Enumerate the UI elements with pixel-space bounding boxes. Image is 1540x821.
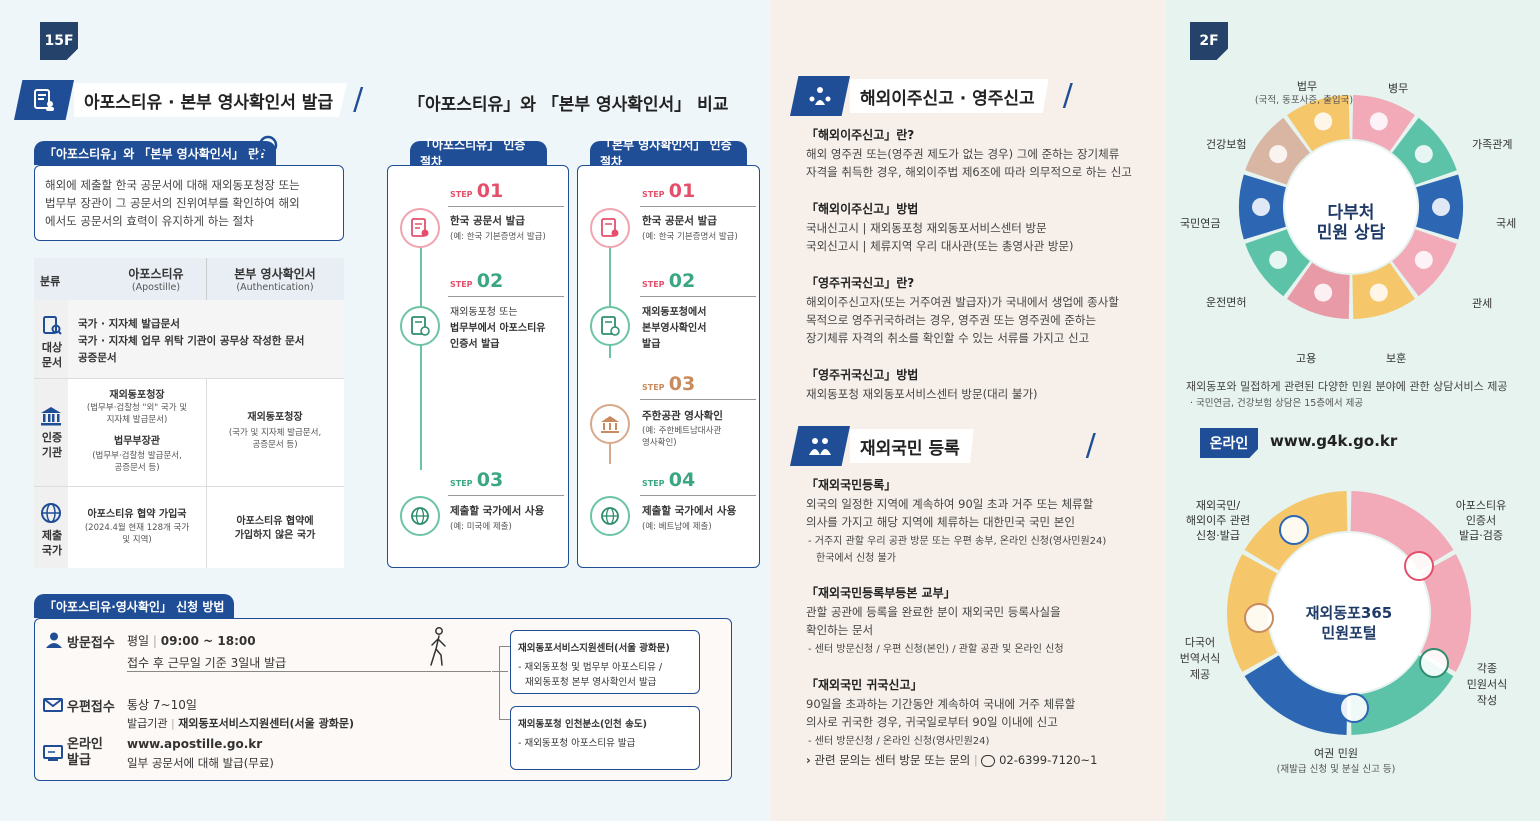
- health-icon: [1269, 145, 1288, 164]
- embassy-icon: [590, 404, 630, 444]
- driving-icon: [1269, 250, 1288, 269]
- proc-b-tab: 「본부 영사확인서」 인증 절차: [590, 138, 747, 169]
- portal-segment-apostille-b: [1420, 554, 1471, 672]
- doc-search-icon: [42, 316, 62, 339]
- military-icon: [1369, 112, 1388, 131]
- what-is-tab: 「아포스티유」와 「본부 영사확인서」 란?: [34, 141, 277, 165]
- tax-icon: [1432, 198, 1450, 216]
- employment-icon: [1314, 283, 1333, 302]
- mail-icon: [43, 698, 63, 715]
- person-icon: [45, 632, 63, 651]
- online-badge: 온라인: [1200, 428, 1258, 458]
- floor-badge-2f: 2F: [1190, 22, 1228, 60]
- apostille-panel: 15F 아포스티유 · 본부 영사확인서 발급 / 「아포스티유」와 「본부 영…: [0, 0, 770, 821]
- globe-icon: [400, 496, 440, 536]
- emigration-globe-icon: [1279, 515, 1309, 545]
- government-building-icon: [40, 406, 62, 429]
- veterans-icon: [1369, 283, 1388, 302]
- proc-a-box: STEP 01 한국 공문서 발급 (예: 한국 기본증명서 발급) STEP …: [387, 165, 569, 568]
- proc-a-tab: 「아포스티유」 인증 절차: [410, 138, 547, 169]
- document-check-icon: [1404, 551, 1434, 581]
- ring-center: [1285, 141, 1417, 273]
- magnifier-icon: [252, 134, 280, 165]
- floor-badge-15f: 15F: [40, 22, 78, 60]
- portal-center: [1269, 533, 1429, 693]
- justice-icon: [1314, 112, 1333, 131]
- chat-icon: [981, 754, 996, 767]
- passport-icon: [1339, 693, 1369, 723]
- translation-doc-icon: [1244, 603, 1274, 633]
- multi-agency-ring: [1239, 95, 1463, 319]
- online-portal-ring: [1227, 491, 1471, 735]
- apostille-section-header: 아포스티유 · 본부 영사확인서 발급 /: [14, 80, 363, 120]
- apply-method-tab: 「아포스티유·영사확인」 신청 방법: [34, 594, 235, 618]
- compare-title: 「아포스티유」와 「본부 영사확인서」 비교: [408, 95, 729, 115]
- forms-icon: [1419, 648, 1449, 678]
- document-person-icon: [14, 80, 74, 120]
- globe-icon: [590, 496, 630, 536]
- portal-segment-passport: [1244, 655, 1348, 735]
- pension-icon: [1252, 198, 1270, 216]
- monitor-icon: [43, 745, 63, 764]
- registration-section-header: 재외국민 등록 /: [790, 426, 1096, 466]
- g4k-url[interactable]: www.g4k.go.kr: [1270, 432, 1398, 450]
- globe-icon: [40, 502, 62, 527]
- emigration-title: 해외이주신고 · 영주신고: [850, 79, 1049, 113]
- emigration-section-header: 해외이주신고 · 영주신고 /: [790, 76, 1073, 116]
- portal-segment-apostille: [1350, 491, 1454, 571]
- proc-b-box: STEP 01 한국 공문서 발급 (예: 한국 기본증명서 발급) STEP …: [577, 165, 760, 568]
- emigration-panel: 해외이주신고 · 영주신고 / 「해외이주신고」란? 해외 영주권 또는(영주권…: [770, 0, 1166, 821]
- document-globe-icon: [590, 306, 630, 346]
- consultation-panel: 2F 다부처 민원 상담 법무 (국적, 동포사증, 출입국) 병무 가족관계 …: [1166, 0, 1540, 821]
- registration-title: 재외국민 등록: [850, 429, 974, 463]
- contact-line: › 관련 문의는 센터 방문 또는 문의 | 02-6399-7120~1: [806, 753, 1098, 767]
- incheon-office-box: 재외동포청 인천분소(인천 송도) - 재외동포청 아포스티유 발급: [510, 706, 700, 770]
- seoul-center-box: 재외동포서비스지원센터(서울 광화문) - 재외동포청 및 법무부 아포스티유 …: [510, 630, 700, 694]
- document-globe-icon: [400, 306, 440, 346]
- what-is-box: 해외에 제출할 한국 공문서에 대해 재외동포청장 또는 법무부 장관이 그 공…: [34, 165, 344, 241]
- compare-table: 분류 아포스티유 (Apostille) 본부 영사확인서 (Authentic…: [34, 258, 344, 568]
- people-network-icon: [790, 76, 850, 116]
- apostille-title: 아포스티유 · 본부 영사확인서 발급: [74, 83, 348, 117]
- walking-person-icon: [427, 627, 449, 670]
- apply-method-box: 방문접수 평일 | 09:00 ~ 18:00 접수 후 근무일 기준 3일내 …: [34, 618, 732, 781]
- customs-icon: [1414, 250, 1433, 269]
- lungs-people-icon: [790, 426, 850, 466]
- family-icon: [1414, 145, 1433, 164]
- document-icon: [590, 208, 630, 248]
- document-icon: [400, 208, 440, 248]
